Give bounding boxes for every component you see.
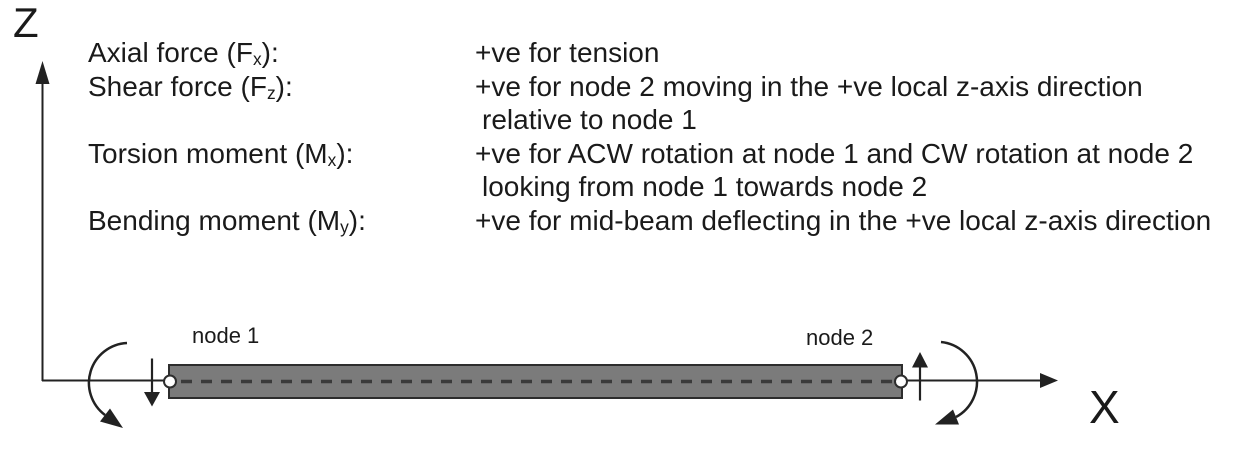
node-2-marker	[894, 374, 908, 389]
rotation-arrow-node-1-acw-icon	[87, 341, 128, 428]
bending-moment-term-colon: ):	[348, 204, 366, 236]
bending-moment-term-text: Bending moment (M	[88, 204, 341, 236]
convention-row-shear-force: Shear force (Fz): +ve for node 2 moving …	[88, 70, 1242, 137]
shear-force-desc-line-2: relative to node 1	[482, 104, 697, 136]
shear-force-description: +ve for node 2 moving in the +ve local z…	[475, 70, 1143, 137]
shear-force-term-colon: ):	[275, 70, 293, 102]
beam-rect	[169, 365, 902, 398]
convention-row-bending-moment: Bending moment (My): +ve for mid-beam de…	[88, 204, 1242, 238]
torsion-moment-desc-line-1: +ve for ACW rotation at node 1 and CW ro…	[475, 137, 1194, 169]
x-axis-label: X	[1089, 381, 1120, 433]
torsion-moment-desc-line-2: looking from node 1 towards node 2	[482, 171, 928, 203]
z-axis	[35, 61, 50, 381]
node-2-label: node 2	[806, 325, 874, 350]
x-axis-arrowhead-icon	[1040, 373, 1058, 388]
sign-conventions-table: Axial force (Fx): +ve for tension Shear …	[88, 36, 1242, 238]
axial-force-term-text: Axial force (F	[88, 37, 253, 68]
torsion-moment-subscript: x	[327, 149, 337, 170]
bending-moment-subscript: y	[340, 217, 349, 238]
z-axis-label: Z	[13, 0, 39, 46]
shear-force-subscript: z	[266, 82, 276, 103]
node-1-label: node 1	[192, 323, 260, 348]
convention-row-torsion-moment: Torsion moment (Mx): +ve for ACW rotatio…	[88, 137, 1242, 204]
axial-force-subscript: x	[252, 49, 262, 70]
bending-moment-desc-line-1: +ve for mid-beam deflecting in the +ve l…	[475, 204, 1212, 236]
shear-force-term: Shear force (Fz):	[88, 70, 475, 104]
axial-force-term-colon: ):	[261, 37, 279, 68]
shear-force-term-text: Shear force (F	[88, 70, 267, 102]
torsion-moment-term: Torsion moment (Mx):	[88, 137, 475, 171]
axial-force-desc-line-1: +ve for tension	[475, 37, 660, 68]
axial-force-description: +ve for tension	[475, 36, 659, 70]
shear-arrow-node-2-up-icon	[912, 352, 928, 401]
z-axis-arrowhead-icon	[35, 61, 50, 84]
bending-moment-description: +ve for mid-beam deflecting in the +ve l…	[475, 204, 1211, 238]
torsion-moment-term-text: Torsion moment (M	[88, 137, 328, 169]
node-1-marker	[163, 374, 177, 389]
rotation-arrow-node-2-cw-icon	[935, 340, 979, 425]
shear-arrow-node-1-down-icon	[144, 358, 160, 407]
torsion-moment-term-colon: ):	[336, 137, 354, 169]
bending-moment-term: Bending moment (My):	[88, 204, 475, 238]
convention-row-axial-force: Axial force (Fx): +ve for tension	[88, 36, 1242, 70]
torsion-moment-description: +ve for ACW rotation at node 1 and CW ro…	[475, 137, 1193, 204]
shear-force-desc-line-1: +ve for node 2 moving in the +ve local z…	[475, 70, 1143, 102]
axial-force-term: Axial force (Fx):	[88, 36, 475, 70]
